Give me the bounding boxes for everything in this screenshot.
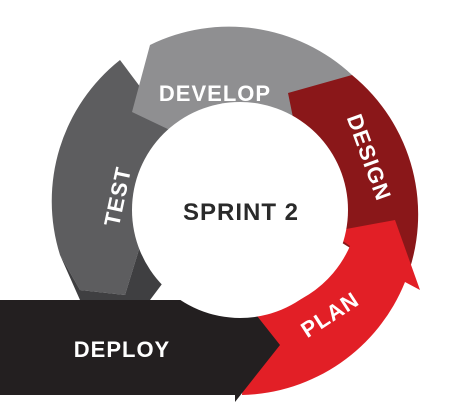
sprint-label: SPRINT 2 bbox=[183, 199, 299, 226]
center-circle bbox=[132, 102, 348, 318]
deploy-label: DEPLOY bbox=[74, 337, 170, 362]
deploy-arrow bbox=[0, 288, 280, 402]
plan-segment bbox=[242, 220, 420, 395]
develop-label: DEVELOP bbox=[159, 81, 271, 106]
